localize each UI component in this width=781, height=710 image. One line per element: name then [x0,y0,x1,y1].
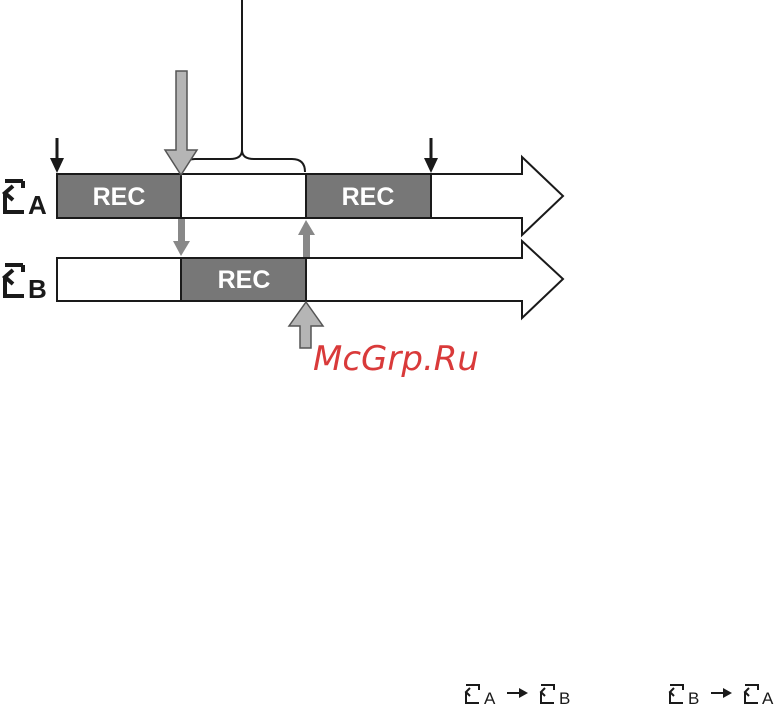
legend-a-to-b-from-letter: A [484,689,496,708]
track-b-empty-segment [57,258,181,301]
legend-slot-b-icon: B [541,685,570,708]
legend-arrow-right-icon [507,688,528,698]
watermark-text: McGrp.Ru [313,339,479,379]
start-marker-arrow [50,138,64,173]
stop-marker-arrow [424,138,438,173]
relay-arrow-a-to-b [173,219,190,256]
legend-b-to-a: B A [670,685,774,708]
track-a-rec-label-1: REC [93,183,146,211]
slot-a-letter: A [28,190,47,220]
legend-slot-a-icon-2: A [745,685,774,708]
legend-b-to-a-to-letter: A [762,689,774,708]
legend-a-to-b: A B [466,685,570,708]
track-b-rec-label: REC [218,266,271,294]
slot-b-letter: B [28,274,47,304]
relay-arrow-b-to-a [298,220,315,257]
slot-a-icon: A [5,181,47,220]
slot-b-icon: B [5,265,47,304]
legend-arrow-right-icon-2 [711,688,732,698]
legend-a-to-b-to-letter: B [559,689,570,708]
track-a: REC REC [57,157,563,235]
track-a-rec-label-2: REC [342,183,395,211]
legend-b-to-a-from-letter: B [688,689,699,708]
legend-slot-b-icon-2: B [670,685,699,708]
track-a-empty-segment [181,174,306,218]
legend-slot-a-icon: A [466,685,496,708]
brace [182,150,305,172]
